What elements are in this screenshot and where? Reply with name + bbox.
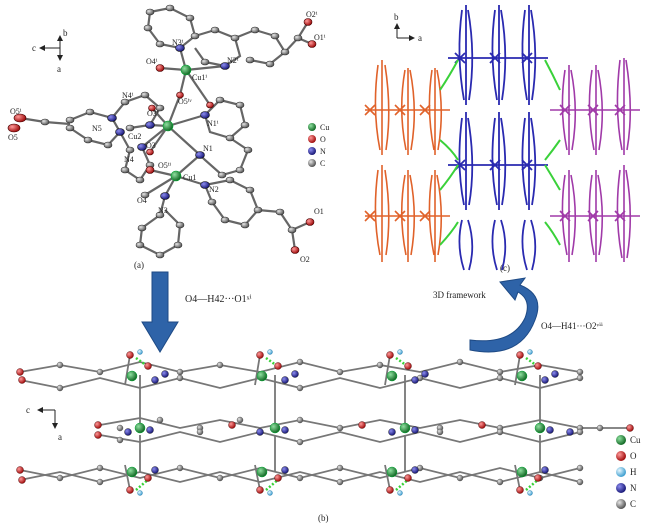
- panel-b-chains: c a: [16, 349, 641, 523]
- panel-a-oxygen-atoms: [7, 18, 317, 254]
- hbond-label-c: O4—H41···O2ᵛⁱⁱ: [541, 321, 603, 331]
- panel-a-copper-atoms: [162, 64, 192, 182]
- label-cu2: Cu2: [128, 132, 141, 141]
- legend-b-n: N: [630, 483, 637, 493]
- label-o1i: O1ⁱ: [314, 33, 326, 42]
- axis-a-label-c: a: [418, 33, 422, 43]
- panel-c-framework: b a: [364, 5, 640, 273]
- label-n1i: N1ⁱ: [207, 119, 219, 128]
- label-n2: N2: [209, 185, 219, 194]
- label-o2: O2: [300, 255, 310, 264]
- axis-a-label: a: [57, 64, 61, 74]
- label-n3i: N3ⁱ: [172, 38, 184, 47]
- down-arrow: [141, 271, 179, 353]
- legend-b-h-swatch: [616, 467, 626, 477]
- panel-a-molecule: b c a: [7, 4, 329, 270]
- curved-arrow: [469, 277, 539, 353]
- label-cu1i: Cu1ⁱ: [192, 73, 207, 82]
- legend-b-o-swatch: [616, 451, 626, 461]
- legend-a-n: N: [320, 147, 326, 156]
- label-o4i: O4ⁱ: [146, 57, 158, 66]
- caption-b: (b): [318, 513, 329, 523]
- panel-b-copper-atoms: [126, 370, 546, 478]
- axis-b-label-c: b: [394, 12, 399, 22]
- blue-columns: [448, 5, 548, 271]
- label-o5i: O5ⁱ: [10, 107, 22, 116]
- legend-a-cu: Cu: [320, 123, 329, 132]
- legend-a-c: C: [320, 159, 325, 168]
- panel-b-nitrogen-atoms: [124, 370, 574, 474]
- hbond-label-b: O4—H42···O1ˣⁱ: [185, 294, 252, 305]
- legend-a-o-swatch: [308, 135, 316, 143]
- panel-b-hbonds: [135, 356, 541, 491]
- orange-columns: [364, 60, 450, 262]
- legend-a-n-swatch: [308, 147, 316, 155]
- hbond-links-c: [439, 59, 561, 246]
- panel-b-legend: Cu O H N C: [616, 435, 641, 509]
- axis-a-label-b: a: [58, 432, 62, 442]
- label-o4: O4: [137, 196, 147, 205]
- label-o5: O5: [8, 133, 18, 142]
- legend-b-c: C: [630, 499, 636, 509]
- legend-b-cu: Cu: [630, 435, 641, 445]
- label-n5: N5: [92, 124, 102, 133]
- legend-a-o: O: [320, 135, 326, 144]
- panel-a-legend: Cu O N C: [308, 123, 329, 168]
- axis-c-label: c: [32, 43, 36, 53]
- panel-a-nitrogen-atoms: [107, 44, 230, 200]
- legend-a-c-swatch: [308, 159, 316, 167]
- legend-a-cu-swatch: [308, 123, 316, 131]
- label-n2i: N2ⁱ: [227, 56, 239, 65]
- panel-a-axes: [39, 35, 63, 61]
- legend-b-o: O: [630, 451, 637, 461]
- legend-b-h: H: [630, 467, 637, 477]
- panel-a-bonds: [19, 6, 313, 257]
- label-o2i: O2ⁱ: [306, 10, 318, 19]
- axis-c-label-b: c: [26, 405, 30, 415]
- axis-b-label: b: [63, 28, 68, 38]
- panel-b-oxygen-atoms: [16, 351, 634, 494]
- label-n4i: N4ⁱ: [122, 91, 134, 100]
- panel-b-carbon-atoms: [56, 358, 604, 486]
- label-n3: N3: [158, 206, 168, 215]
- caption-c: (c): [500, 263, 510, 273]
- panel-a-carbon-atoms: [40, 4, 303, 259]
- label-o3i: O3ⁱ: [147, 109, 159, 118]
- panel-b-hydrogen-atoms: [137, 349, 533, 496]
- label-o1: O1: [314, 207, 324, 216]
- label-cu1: Cu1: [183, 173, 196, 182]
- legend-b-c-swatch: [616, 499, 626, 509]
- label-n4: N4: [124, 155, 134, 164]
- label-o5ii: O5ⁱⁱ: [158, 161, 171, 170]
- label-o5iv: O5ⁱᵛ: [178, 97, 192, 106]
- framework-label: 3D framework: [433, 290, 486, 300]
- panel-b-bonds: [19, 354, 630, 491]
- label-n1: N1: [203, 144, 213, 153]
- legend-b-n-swatch: [616, 483, 626, 493]
- purple-columns: [550, 58, 640, 262]
- label-o3: O3: [146, 141, 156, 150]
- caption-a: (a): [134, 260, 144, 270]
- legend-b-cu-swatch: [616, 435, 626, 445]
- panel-a-atom-labels: O2ⁱ O1ⁱ N3ⁱ O4ⁱ N2ⁱ Cu1ⁱ N4ⁱ O5ⁱᵛ O3ⁱ N1…: [8, 10, 326, 264]
